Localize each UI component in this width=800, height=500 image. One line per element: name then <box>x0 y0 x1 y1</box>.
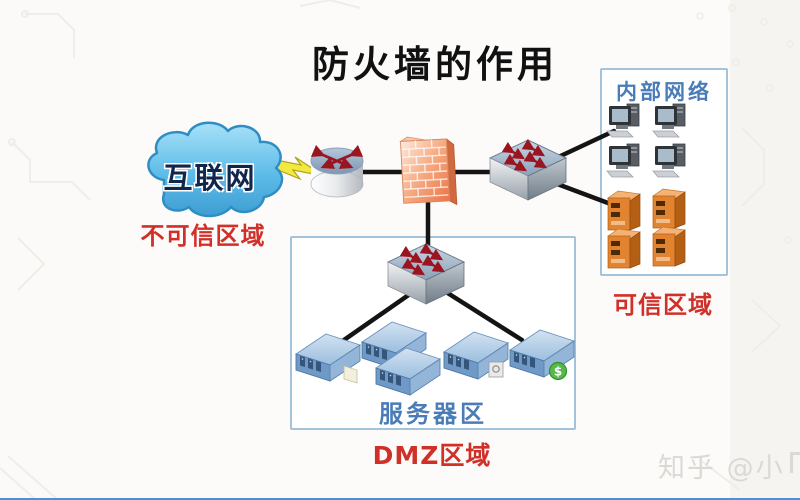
internet-cloud-label: 互联网 <box>163 161 257 195</box>
trusted-zone-label: 可信区域 <box>613 291 713 319</box>
page-title: 防火墙的作用 <box>312 42 558 86</box>
internal-network-title: 内部网络 <box>616 80 712 104</box>
server-area-label: 服务器区 <box>379 400 487 428</box>
untrusted-zone-label: 不可信区域 <box>140 222 266 250</box>
watermark-partial-char <box>790 452 800 473</box>
dmz-zone-label: DMZ区域 <box>372 441 492 470</box>
video-progress-bar <box>0 498 800 500</box>
watermark-text: 知乎 @小 <box>658 453 785 484</box>
